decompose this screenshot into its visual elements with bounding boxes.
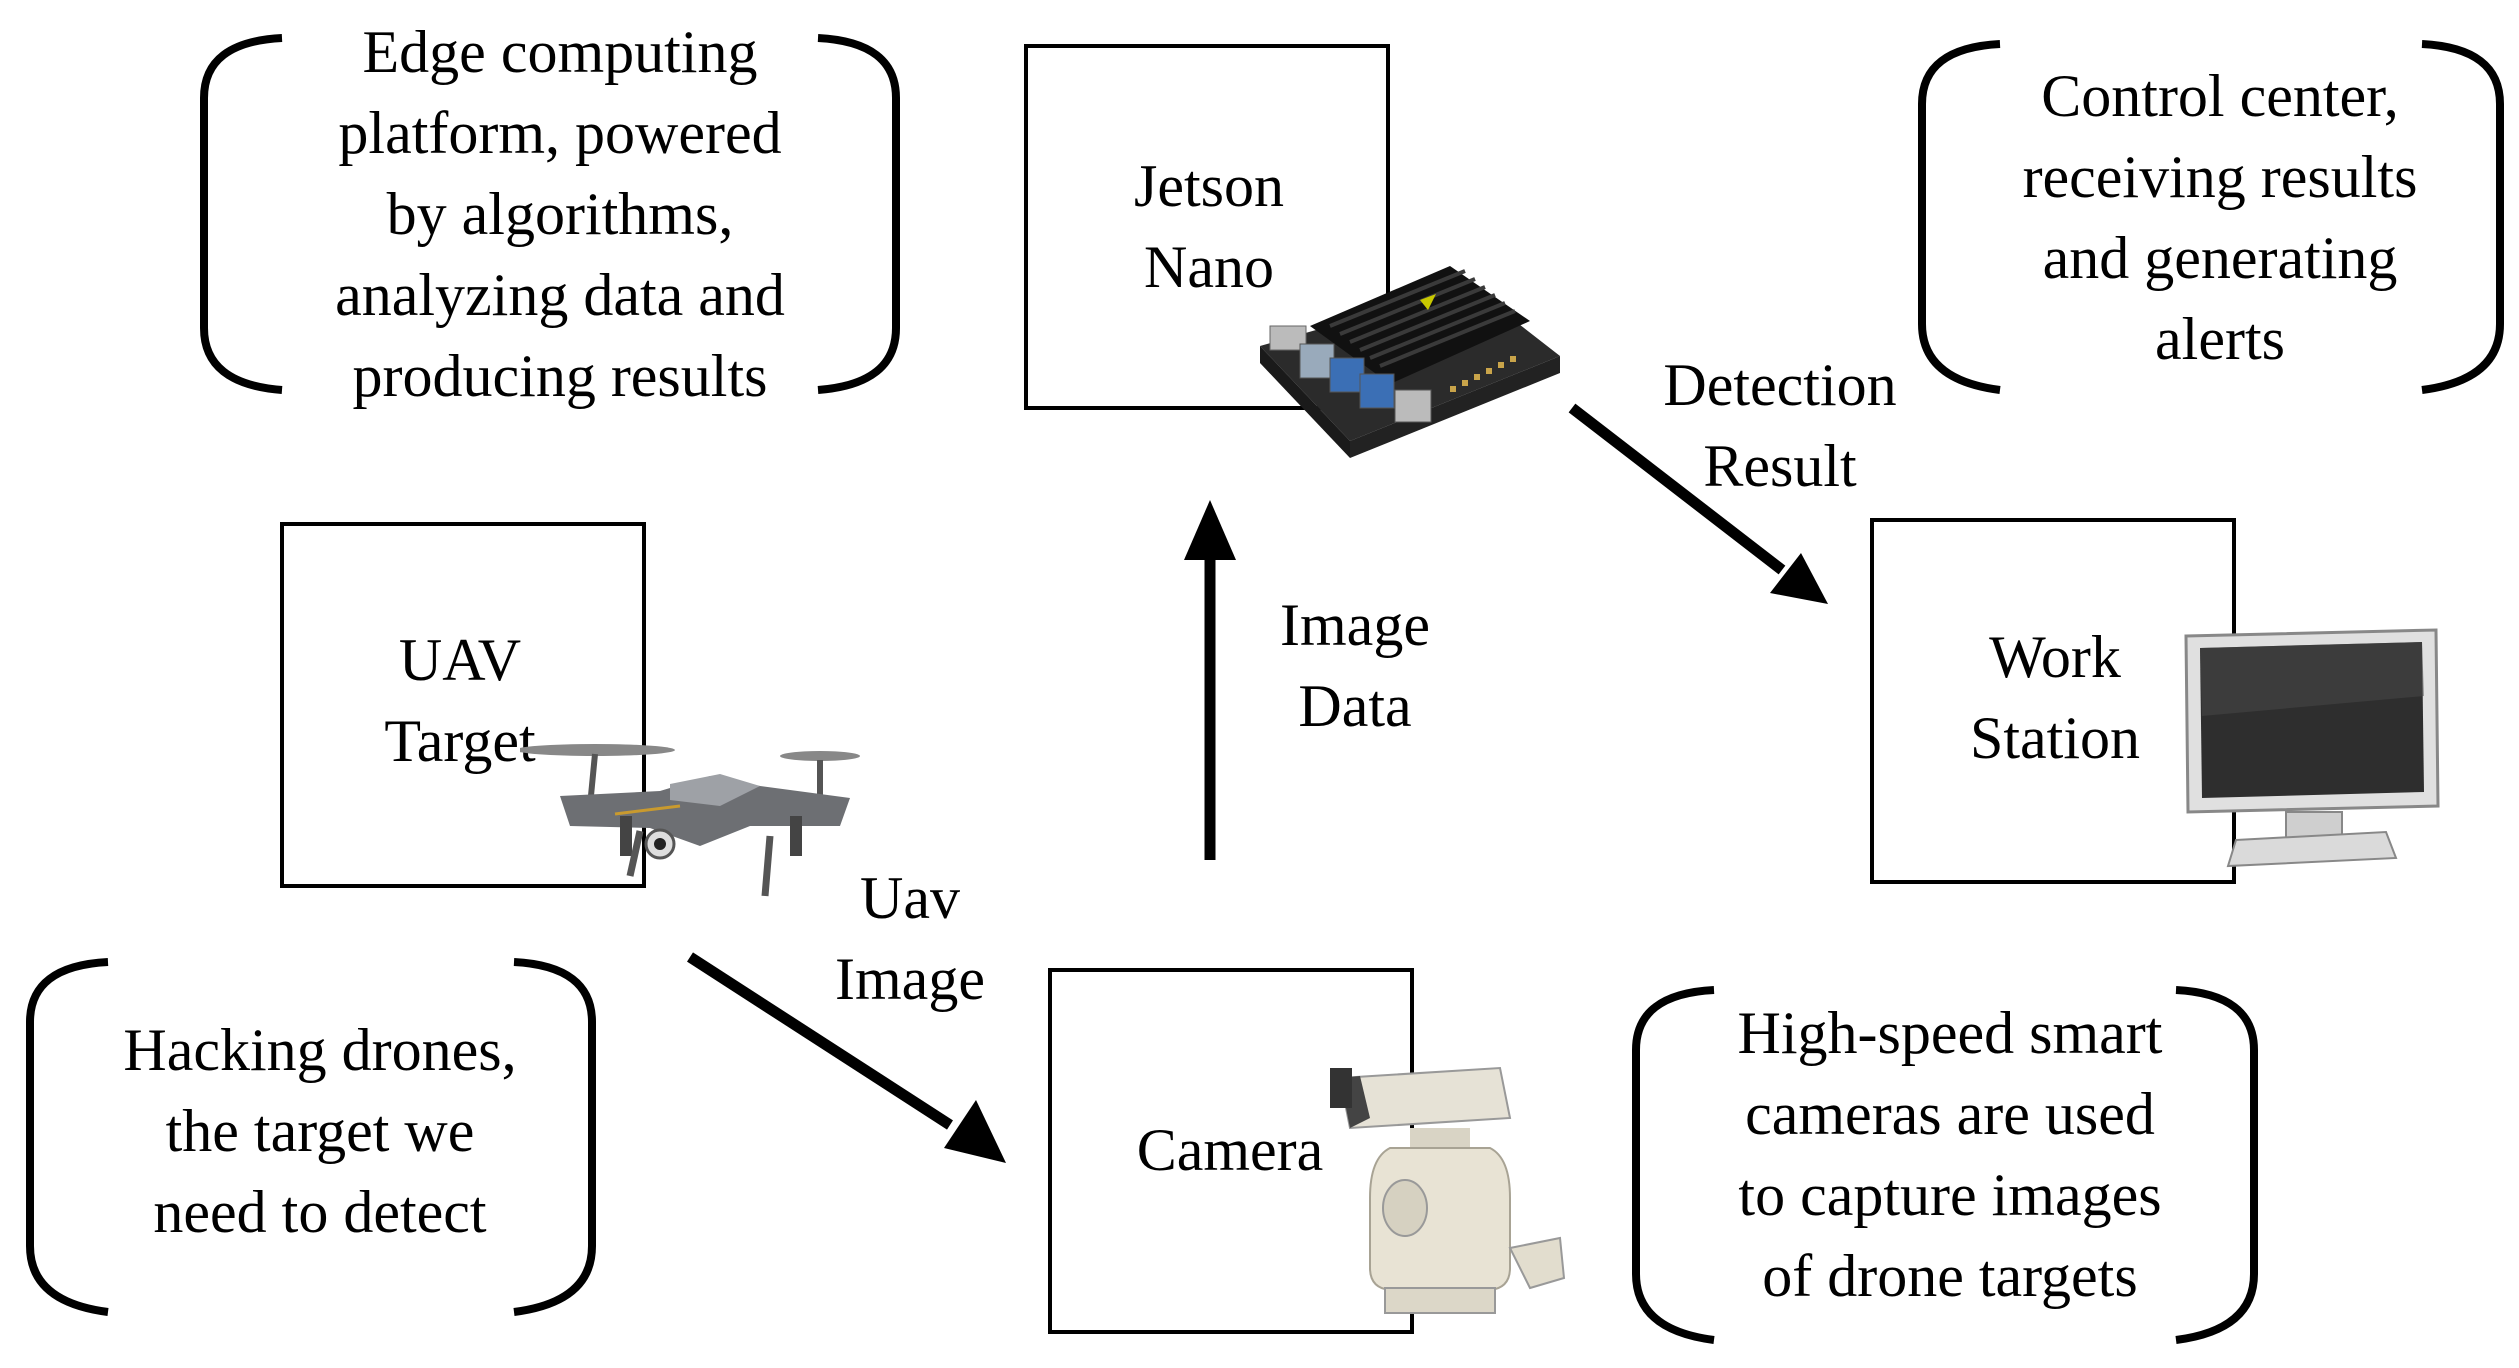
node-label-jetson: Jetson Nano xyxy=(1134,153,1284,300)
note-bracket-cameras xyxy=(1632,986,2258,1344)
note-smart-cameras: High-speed smart cameras are used to cap… xyxy=(1737,1000,2163,1309)
edge-label-image-data: Image Data xyxy=(1280,592,1430,739)
arrow-detection-result xyxy=(1568,403,1828,604)
note-hacking-drones: Hacking drones, the target we need to de… xyxy=(123,1017,517,1245)
edge-label-uav-image: Uav Image xyxy=(835,865,985,1012)
note-bracket-edge xyxy=(200,34,900,394)
node-label-workstation: Work Station xyxy=(1969,624,2140,771)
camera-device-image xyxy=(1330,1066,1566,1314)
drone-image xyxy=(520,744,860,897)
note-edge-computing: Edge computing platform, powered by algo… xyxy=(335,19,785,409)
jetson-nano-board-image xyxy=(1260,266,1560,458)
arrow-uav-image xyxy=(687,952,1006,1163)
arrow-image-data xyxy=(1184,500,1236,860)
node-label-uav: UAV Target xyxy=(384,627,536,774)
node-label-camera: Camera xyxy=(1136,1117,1324,1183)
note-bracket-hacking xyxy=(26,958,596,1316)
edge-label-detection-result: Detection Result xyxy=(1663,352,1897,499)
note-bracket-control xyxy=(1918,40,2504,394)
note-control-center: Control center, receiving results and ge… xyxy=(2022,63,2418,372)
node-uav-target xyxy=(280,522,646,888)
monitor-image xyxy=(2184,628,2440,868)
node-work-station xyxy=(1870,518,2236,884)
